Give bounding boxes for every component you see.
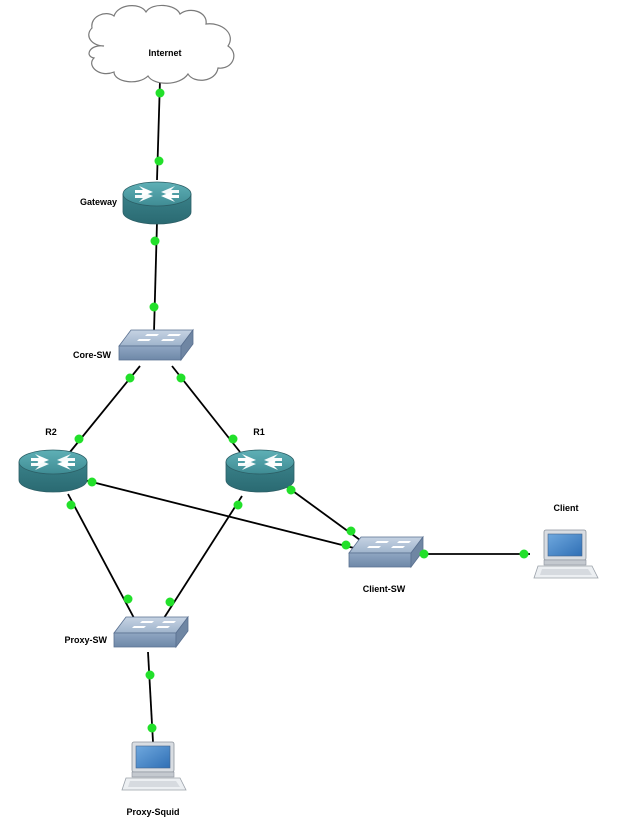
switch-icon <box>348 536 424 568</box>
ports <box>66 88 529 733</box>
port-indicator <box>150 236 160 246</box>
port-indicator <box>341 540 351 550</box>
port-indicator <box>87 477 97 487</box>
label-gateway: Gateway <box>80 197 117 207</box>
cloud-icon <box>88 4 235 84</box>
port-indicator <box>419 549 429 559</box>
port-indicator <box>145 670 155 680</box>
port-indicator <box>519 549 529 559</box>
node-core-sw[interactable]: Core-SW <box>73 329 194 361</box>
node-client[interactable]: Client <box>533 503 599 579</box>
port-indicator <box>286 485 296 495</box>
node-r2[interactable]: R2 <box>18 427 88 493</box>
node-proxy-sw[interactable]: Proxy-SW <box>64 616 189 648</box>
computer-icon <box>533 529 599 579</box>
port-indicator <box>149 302 159 312</box>
port-indicator <box>233 500 243 510</box>
router-icon <box>225 449 295 493</box>
link-r2-client-sw <box>83 479 355 549</box>
label-r1: R1 <box>253 427 265 437</box>
node-proxy-squid[interactable]: Proxy-Squid <box>121 741 187 817</box>
port-indicator <box>66 500 76 510</box>
router-icon <box>122 181 192 225</box>
switch-icon <box>118 329 194 361</box>
port-indicator <box>228 434 238 444</box>
port-indicator <box>154 156 164 166</box>
port-indicator <box>125 373 135 383</box>
label-r2: R2 <box>45 427 57 437</box>
label-internet: Internet <box>148 48 181 58</box>
port-indicator <box>74 434 84 444</box>
link-r1-proxy-sw <box>163 495 243 619</box>
label-client: Client <box>553 503 578 513</box>
switch-icon <box>113 616 189 648</box>
label-proxy-sw: Proxy-SW <box>64 635 107 645</box>
label-proxy-squid: Proxy-Squid <box>126 807 179 817</box>
port-indicator <box>346 526 356 536</box>
node-internet[interactable]: Internet <box>88 4 235 84</box>
label-core-sw: Core-SW <box>73 350 112 360</box>
port-indicator <box>123 594 133 604</box>
router-icon <box>18 449 88 493</box>
port-indicator <box>165 597 175 607</box>
node-client-sw[interactable]: Client-SW <box>348 536 424 594</box>
label-client-sw: Client-SW <box>363 584 406 594</box>
link-r2-proxy-sw <box>67 493 135 619</box>
port-indicator <box>176 373 186 383</box>
node-gateway[interactable]: Gateway <box>80 181 192 225</box>
computer-icon <box>121 741 187 791</box>
port-indicator <box>147 723 157 733</box>
node-r1[interactable]: R1 <box>225 427 295 493</box>
port-indicator <box>155 88 165 98</box>
